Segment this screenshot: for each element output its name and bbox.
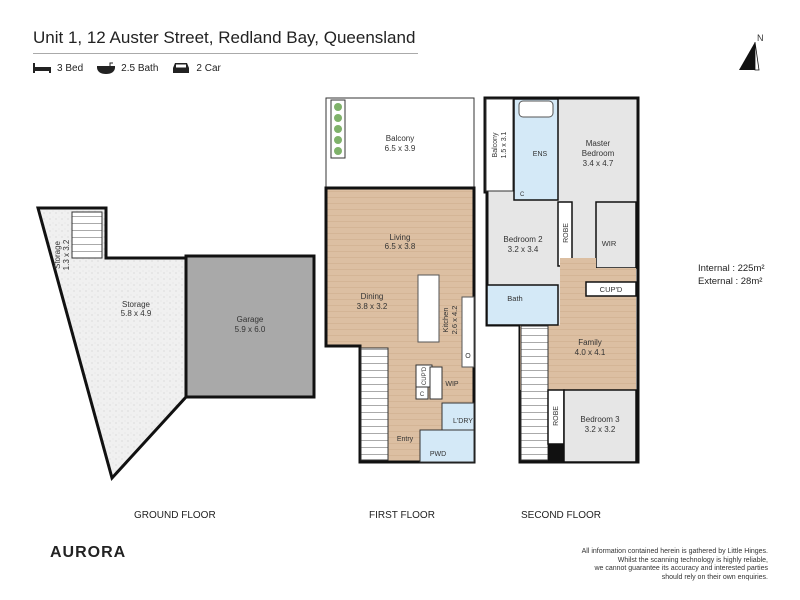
bedroom3-area <box>563 389 637 463</box>
property-specs: 3 Bed 2.5 Bath 2 Car <box>33 62 221 74</box>
spec-label: 2 Car <box>196 62 221 74</box>
svg-text:Bath: Bath <box>507 294 522 303</box>
area-summary: Internal : 225m² External : 28m² <box>698 262 765 288</box>
property-address: Unit 1, 12 Auster Street, Redland Bay, Q… <box>33 28 416 47</box>
svg-text:CUP'D: CUP'D <box>422 366 428 385</box>
svg-text:3.2 x 3.2: 3.2 x 3.2 <box>585 425 616 434</box>
planter-icon <box>330 99 346 159</box>
second-floor-label: SECOND FLOOR <box>521 510 602 521</box>
spec-bed: 3 Bed <box>33 63 83 74</box>
svg-text:ROBE: ROBE <box>563 223 570 243</box>
garage-area <box>184 254 316 399</box>
disclaimer-line: should rely on their own enquiries. <box>661 573 768 581</box>
svg-text:3.4 x 4.7: 3.4 x 4.7 <box>583 159 614 168</box>
svg-text:3.8 x 3.2: 3.8 x 3.2 <box>357 302 388 311</box>
svg-text:Entry: Entry <box>397 436 414 443</box>
ground-floor-plan: Storage 1.3 x 3.2 Storage 5.8 x 4.9 Gara… <box>36 206 316 482</box>
svg-text:Balcony: Balcony <box>492 132 499 157</box>
svg-text:Dining: Dining <box>361 292 384 301</box>
svg-text:6.5 x 3.8: 6.5 x 3.8 <box>385 242 416 251</box>
internal-area: Internal : 225m² <box>698 263 765 274</box>
north-arrow-icon: N <box>739 33 764 71</box>
svg-text:N: N <box>757 33 764 43</box>
svg-text:Balcony: Balcony <box>386 134 414 143</box>
svg-text:CUP'D: CUP'D <box>600 285 623 294</box>
svg-text:Bedroom 2: Bedroom 2 <box>503 235 543 244</box>
laundry-area <box>441 402 475 431</box>
svg-text:C: C <box>520 192 525 198</box>
svg-text:2.6 x 4.2: 2.6 x 4.2 <box>450 306 459 335</box>
ground-floor-label: GROUND FLOOR <box>134 510 216 521</box>
svg-text:ROBE: ROBE <box>553 406 560 426</box>
svg-text:6.5 x 3.9: 6.5 x 3.9 <box>385 144 416 153</box>
aurora-logo: AURORA <box>50 544 127 561</box>
bath-icon <box>97 62 116 74</box>
kitchen-bench <box>461 296 475 368</box>
spec-label: 2.5 Bath <box>121 62 159 74</box>
svg-text:Family: Family <box>578 338 602 347</box>
external-area: External : 28m² <box>698 276 763 287</box>
svg-text:Bedroom 3: Bedroom 3 <box>580 415 620 424</box>
svg-text:Master: Master <box>586 139 611 148</box>
stairs <box>71 211 103 259</box>
spec-bath: 2.5 Bath <box>97 62 158 74</box>
svg-text:Garage: Garage <box>237 315 264 324</box>
stairs <box>360 347 389 461</box>
svg-text:4.0 x 4.1: 4.0 x 4.1 <box>575 348 606 357</box>
disclaimer-line: we cannot guarantee its accuracy and int… <box>594 565 768 572</box>
svg-text:5.9 x 6.0: 5.9 x 6.0 <box>235 325 266 334</box>
disclaimer: All information contained herein is gath… <box>582 548 768 582</box>
svg-text:Storage: Storage <box>53 240 62 269</box>
svg-text:WIP: WIP <box>445 381 459 388</box>
second-floor-plan: Balcony 1.5 x 3.1 ENS C Master Bedroom 3… <box>483 96 640 464</box>
car-icon <box>173 63 190 73</box>
svg-text:WIR: WIR <box>602 239 617 248</box>
svg-text:Kitchen: Kitchen <box>441 307 450 332</box>
stairs <box>520 325 549 461</box>
svg-text:Bedroom: Bedroom <box>582 149 615 158</box>
balcony-area <box>485 98 514 192</box>
svg-text:Living: Living <box>390 233 411 242</box>
svg-text:ENS: ENS <box>533 151 548 158</box>
svg-text:Storage: Storage <box>122 300 151 309</box>
svg-text:1.3 x 3.2: 1.3 x 3.2 <box>62 239 71 270</box>
disclaimer-line: All information contained herein is gath… <box>581 548 768 555</box>
bed-icon <box>33 63 51 73</box>
svg-text:3.2 x 3.4: 3.2 x 3.4 <box>508 245 539 254</box>
spec-car: 2 Car <box>172 62 221 74</box>
disclaimer-line: Whilst the scanning technology is highly… <box>617 556 768 564</box>
first-floor-label: FIRST FLOOR <box>369 510 435 521</box>
svg-text:PWD: PWD <box>430 451 446 458</box>
title-divider <box>33 53 418 54</box>
powder-room <box>419 429 475 463</box>
svg-text:5.8 x 4.9: 5.8 x 4.9 <box>121 309 152 318</box>
bath-area <box>486 284 559 326</box>
kitchen-island <box>417 274 440 343</box>
first-floor-plan: Balcony 6.5 x 3.9 O CUP'D C WIP L'DRY PW… <box>324 97 476 464</box>
svg-text:O: O <box>465 353 471 360</box>
spec-label: 3 Bed <box>57 62 84 74</box>
svg-text:L'DRY: L'DRY <box>453 418 473 425</box>
svg-text:C: C <box>420 392 425 398</box>
balcony-area <box>325 97 475 189</box>
svg-text:1.5 x 3.1: 1.5 x 3.1 <box>501 131 508 158</box>
